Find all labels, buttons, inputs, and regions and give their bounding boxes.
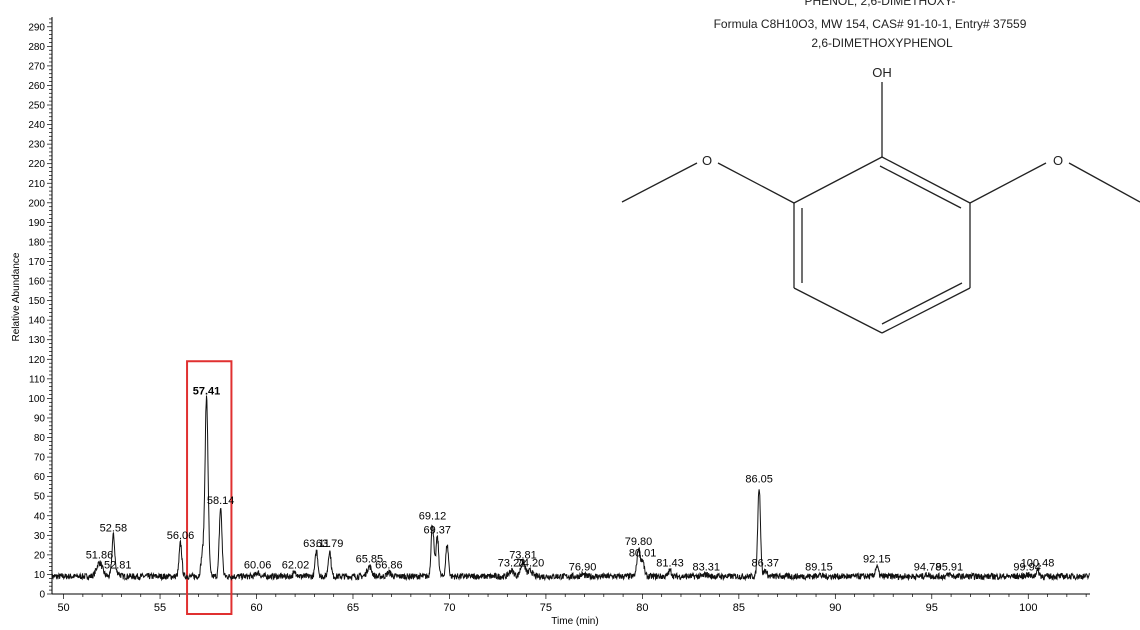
peak-label: 76.90 xyxy=(569,561,597,573)
bond-ring-bottom-right xyxy=(881,287,971,334)
y-tick-label: 0 xyxy=(39,590,45,601)
peak-label: 73.22 xyxy=(498,558,526,570)
peak-label: 60.06 xyxy=(244,559,272,571)
atom-oh-label: OH xyxy=(872,65,892,80)
bond-o-right-methyl xyxy=(1068,162,1140,203)
peak-label: 89.15 xyxy=(805,561,833,573)
bond-ring-top-left xyxy=(793,156,883,204)
y-tick-label: 20 xyxy=(34,550,46,561)
peak-label: 51.86 xyxy=(86,550,114,562)
y-tick-label: 290 xyxy=(28,22,45,33)
bond-ring-top-right-inner xyxy=(879,165,962,209)
bond-o-left-methyl xyxy=(621,162,698,203)
y-tick-label: 210 xyxy=(28,179,45,190)
y-tick-label: 70 xyxy=(34,453,46,464)
x-tick-label: 80 xyxy=(636,602,648,614)
y-axis-label: Relative Abundance xyxy=(11,252,22,341)
peak-label: 86.37 xyxy=(752,558,780,570)
y-tick-label: 180 xyxy=(28,237,45,248)
y-tick-label: 160 xyxy=(28,277,45,288)
x-tick-label: 70 xyxy=(443,602,455,614)
peak-label: 73.81 xyxy=(509,550,537,562)
peak-label: 99.94 xyxy=(1013,561,1041,573)
peak-label: 66.86 xyxy=(375,559,403,571)
peak-label: 69.37 xyxy=(424,524,452,536)
peak-label: 58.14 xyxy=(207,495,235,507)
bond-ring-bottom-right-inner xyxy=(881,282,963,325)
y-tick-label: 190 xyxy=(28,218,45,229)
y-tick-label: 140 xyxy=(28,316,45,327)
y-tick-label: 220 xyxy=(28,159,45,170)
compound-structure-panel: PHENOL, 2,6-DIMETHOXY- Formula C8H10O3, … xyxy=(621,0,1140,334)
y-tick-label: 10 xyxy=(34,570,46,581)
molecule-bonds xyxy=(621,82,1140,334)
y-tick-label: 200 xyxy=(28,198,45,209)
x-tick-label: 65 xyxy=(347,602,359,614)
y-tick-label: 150 xyxy=(28,296,45,307)
peak-label: 86.05 xyxy=(745,473,773,485)
x-tick-label: 55 xyxy=(154,602,166,614)
axes: 0 10 20 30 40 50 60 70 80 90 100 110 120 130 140 150 160… xyxy=(28,17,1090,614)
y-tick-label: 110 xyxy=(29,374,45,385)
peak-label: 74.20 xyxy=(517,558,545,570)
peak-label: 69.12 xyxy=(419,511,447,523)
peak-label: 63.79 xyxy=(316,538,344,550)
y-tick-label: 120 xyxy=(28,355,45,366)
compound-formula-line: Formula C8H10O3, MW 154, CAS# 91-10-1, E… xyxy=(714,17,1027,31)
x-tick-label: 95 xyxy=(926,602,938,614)
x-tick-label: 100 xyxy=(1019,602,1037,614)
y-tick-label: 280 xyxy=(28,42,45,53)
bond-ring-top-right xyxy=(881,156,971,204)
y-tick-label: 30 xyxy=(34,531,46,542)
y-tick-label: 100 xyxy=(28,394,45,405)
bond-ring-bottom-left xyxy=(793,287,883,334)
x-tick-label: 90 xyxy=(829,602,841,614)
y-tick-label: 50 xyxy=(34,492,46,503)
peak-label: 95.91 xyxy=(936,561,964,573)
y-tick-label: 40 xyxy=(34,511,46,522)
x-axis-label: Time (min) xyxy=(551,616,598,627)
compound-name-line: PHENOL, 2,6-DIMETHOXY- xyxy=(805,0,956,8)
peak-labels: 51.86 52.58 52.81 56.06 57.41 58.14 60.06 62.02… xyxy=(86,385,1055,573)
peak-label: 100.48 xyxy=(1021,558,1055,570)
peak-label: 56.06 xyxy=(167,530,195,542)
y-tick-label: 260 xyxy=(28,81,45,92)
peak-label: 57.41 xyxy=(193,385,221,397)
bond-o-left-ring xyxy=(717,162,795,204)
peak-label: 65.85 xyxy=(356,554,384,566)
series-line-chromatogram xyxy=(51,395,1091,582)
peak-label: 94.78 xyxy=(914,561,942,573)
x-tick-label: 75 xyxy=(540,602,552,614)
highlight-layer xyxy=(186,360,233,616)
peak-label: 62.02 xyxy=(282,559,310,571)
peak-label: 92.15 xyxy=(863,554,891,566)
y-tick-label: 250 xyxy=(28,101,45,112)
bond-o-right-ring xyxy=(969,162,1047,204)
highlight-box xyxy=(186,360,233,616)
y-tick-label: 170 xyxy=(28,257,45,268)
compound-common-name: 2,6-DIMETHOXYPHENOL xyxy=(811,36,953,50)
x-tick-label: 60 xyxy=(250,602,262,614)
peak-label: 63.11 xyxy=(303,538,330,550)
atom-o-right-label: O xyxy=(1053,153,1063,168)
peak-label: 52.81 xyxy=(104,559,132,571)
y-tick-label: 130 xyxy=(28,335,45,346)
peak-label: 80.01 xyxy=(629,548,657,560)
y-tick-label: 90 xyxy=(34,413,46,424)
x-tick-label: 50 xyxy=(57,602,69,614)
y-tick-label: 80 xyxy=(34,433,46,444)
peak-label: 52.58 xyxy=(100,522,128,534)
y-tick-label: 270 xyxy=(28,61,45,72)
peak-label: 83.31 xyxy=(692,561,720,573)
y-tick-label: 60 xyxy=(34,472,46,483)
atom-o-left-label: O xyxy=(702,153,712,168)
x-tick-label: 85 xyxy=(733,602,745,614)
peak-label: 81.43 xyxy=(656,558,684,570)
y-tick-label: 240 xyxy=(28,120,45,131)
peak-label: 79.80 xyxy=(625,536,653,548)
y-tick-label: 230 xyxy=(28,140,45,151)
